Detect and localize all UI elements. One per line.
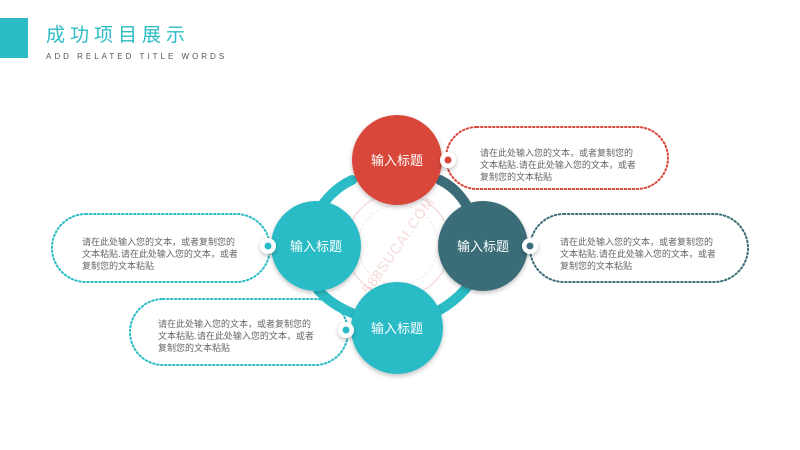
dot-bottom-left <box>338 322 354 338</box>
node-top-circle[interactable] <box>352 115 442 205</box>
node-left-circle[interactable] <box>271 201 361 291</box>
watermark-text: 588SUCAI.COM <box>359 193 438 296</box>
box-bottom-left-text: 请在此处输入您的文本，或者复制您的文本粘贴.请在此处输入您的文本，或者复制您的文… <box>158 320 314 354</box>
box-right-text: 请在此处输入您的文本，或者复制您的文本粘贴.请在此处输入您的文本，或者复制您的文… <box>560 238 716 272</box>
page-title: 成功项目展示 <box>46 24 191 46</box>
box-top-right-text: 请在此处输入您的文本，或者复制您的文本粘贴.请在此处输入您的文本，或者复制您的文… <box>480 149 636 183</box>
node-left-label: 输入标题 <box>290 239 342 255</box>
dot-top-right <box>440 152 456 168</box>
connector-right-bottom <box>431 281 473 317</box>
node-top-label: 输入标题 <box>371 153 423 169</box>
node-bottom-circle[interactable] <box>351 282 443 374</box>
node-bottom-label: 输入标题 <box>371 321 423 337</box>
node-right-circle[interactable] <box>438 201 528 291</box>
header-accent-block <box>0 18 28 58</box>
box-left-text: 请在此处输入您的文本，或者复制您的文本粘贴.请在此处输入您的文本，或者复制您的文… <box>82 238 238 272</box>
dot-left <box>260 238 276 254</box>
node-right-label: 输入标题 <box>457 239 509 255</box>
dot-right <box>522 238 538 254</box>
connector-left-bottom <box>313 285 357 318</box>
page-subtitle: ADD RELATED TITLE WORDS <box>46 52 228 61</box>
